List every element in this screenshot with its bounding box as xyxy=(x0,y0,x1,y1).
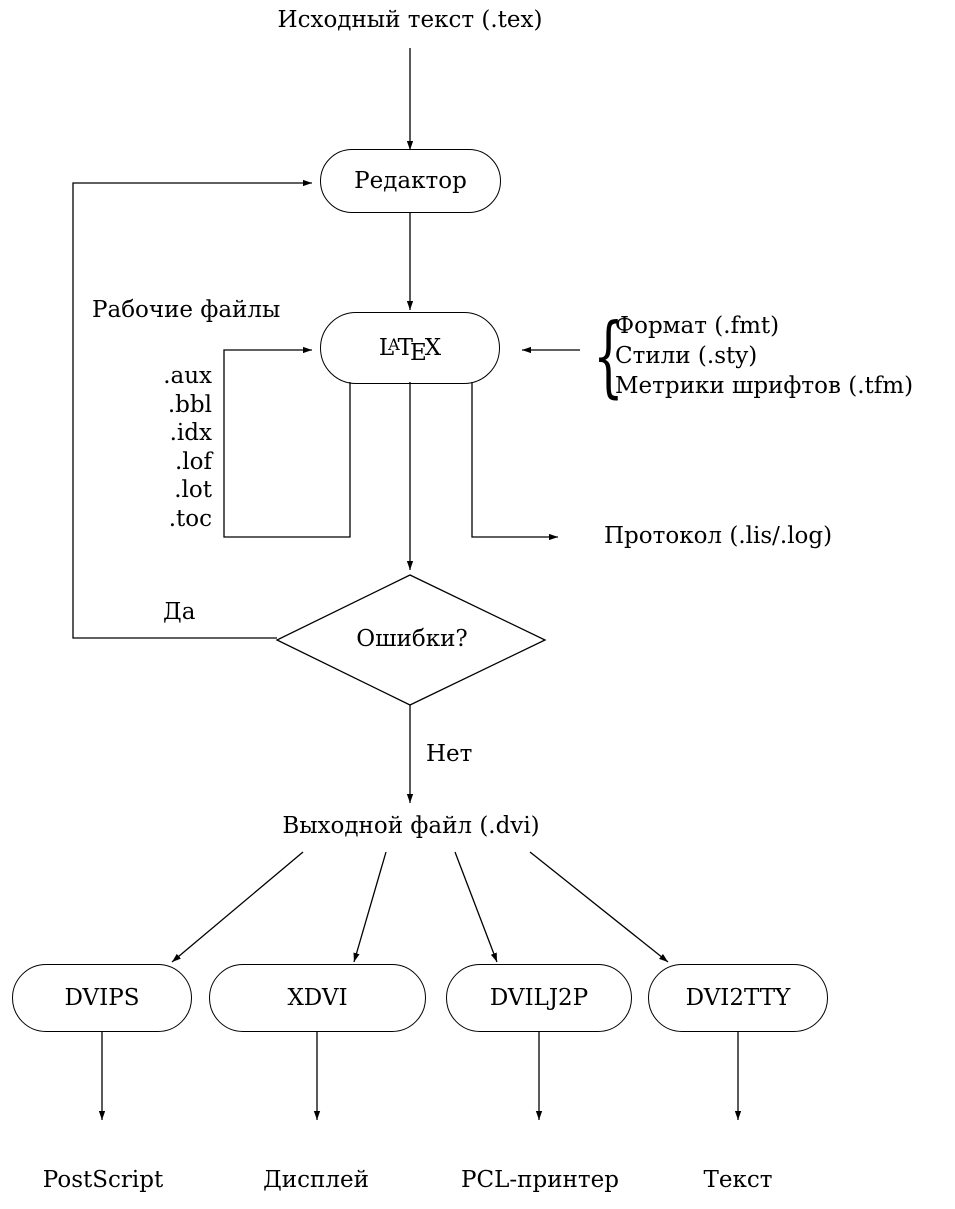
output-label: Выходной файл (.dvi) xyxy=(282,813,540,839)
driver-box-dvilj2p: DVILJ2P xyxy=(446,964,632,1032)
latex-logo: LATEX xyxy=(378,335,442,366)
arrow-output-dvi2tty xyxy=(529,851,669,963)
driver-box-dvips: DVIPS xyxy=(12,964,192,1032)
input-styles: Стили (.sty) xyxy=(615,343,758,369)
arrow-output-xdvi xyxy=(353,851,387,963)
yes-label: Да xyxy=(163,599,196,625)
target-pcl-printer: PCL-принтер xyxy=(461,1167,619,1193)
work-files-title: Рабочие файлы xyxy=(92,297,281,323)
brace-icon: { xyxy=(593,304,624,407)
driver-label: DVILJ2P xyxy=(489,985,589,1011)
driver-box-xdvi: XDVI xyxy=(209,964,426,1032)
work-file-item: .aux xyxy=(163,363,212,389)
editor-box: Редактор xyxy=(320,149,501,213)
target-display: Дисплей xyxy=(263,1167,369,1193)
input-font-metrics: Метрики шрифтов (.tfm) xyxy=(615,373,914,399)
input-format: Формат (.fmt) xyxy=(615,313,780,339)
protocol-label: Протокол (.lis/.log) xyxy=(604,523,833,549)
work-file-item: .lof xyxy=(174,448,212,475)
arrow-latex-protocol xyxy=(471,382,558,541)
driver-label: DVIPS xyxy=(64,985,140,1011)
source-label: Исходный текст (.tex) xyxy=(277,7,543,33)
work-file-item: .toc xyxy=(168,505,212,532)
driver-box-dvi2tty: DVI2TTY xyxy=(648,964,828,1032)
work-files-list: .aux .bbl .idx .lof .lot .toc xyxy=(130,362,212,534)
driver-label: DVI2TTY xyxy=(685,985,791,1011)
driver-label: XDVI xyxy=(287,985,348,1011)
arrow-output-dvilj2p xyxy=(454,851,498,963)
decision-label: Ошибки? xyxy=(356,626,468,652)
latex-box: LATEX xyxy=(320,312,500,384)
loop-work-files xyxy=(223,346,351,538)
editor-label: Редактор xyxy=(354,168,467,194)
target-postscript: PostScript xyxy=(42,1167,164,1193)
no-label: Нет xyxy=(426,741,473,767)
arrow-output-dvips xyxy=(171,851,304,963)
loop-yes-editor xyxy=(72,179,312,639)
target-text: Текст xyxy=(703,1167,773,1193)
work-file-item: .idx xyxy=(169,420,212,447)
work-file-item: .bbl xyxy=(167,391,212,418)
work-file-item: .lot xyxy=(174,477,212,504)
